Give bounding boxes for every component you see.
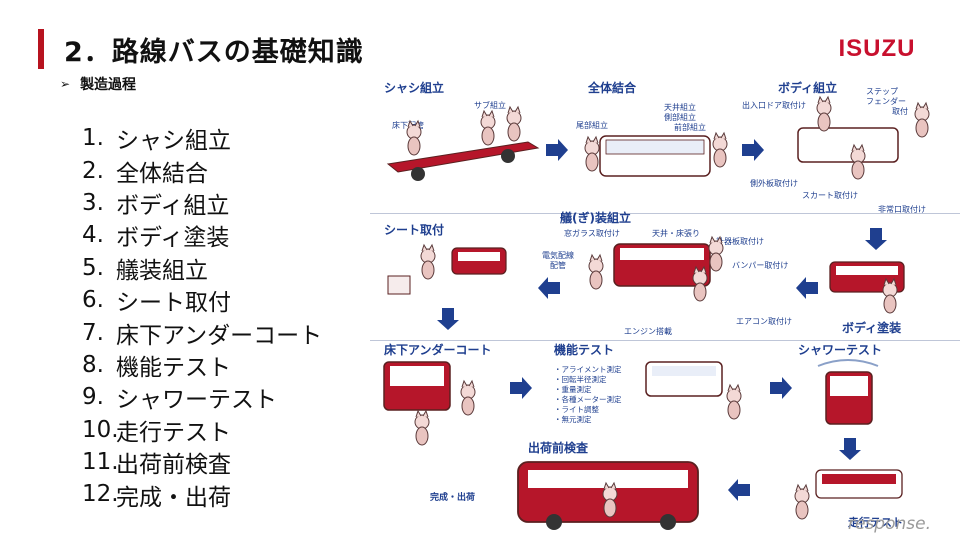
stage-label-complete: 完成・出荷 — [430, 491, 475, 503]
flow-arrow-icon — [865, 228, 887, 250]
svg-text:ISUZU: ISUZU — [839, 35, 916, 60]
test-item: ・無元測定 — [554, 414, 592, 424]
stage-label-drive: 走行テスト — [847, 515, 903, 529]
stage-label-outfit: 艤(ぎ)装組立 — [560, 210, 631, 225]
stage-label-seat: シート取付 — [384, 222, 444, 237]
list-item: 6.シート取付 — [82, 287, 231, 317]
list-item: 12.完成・出荷 — [82, 481, 231, 511]
isuzu-logo: ISUZU — [839, 35, 916, 60]
stage-label-paint: ボディ塗装 — [842, 320, 901, 335]
flow-arrow-icon — [437, 308, 459, 330]
flow-arrow-icon — [770, 377, 792, 399]
list-item: 4.ボディ塗装 — [82, 222, 230, 252]
stage-label-undercoat: 床下アンダーコート — [384, 342, 492, 357]
stage-label-body: ボディ組立 — [778, 80, 837, 95]
test-item: ・ライト調整 — [554, 404, 599, 414]
sublabel: ステップ — [866, 87, 898, 96]
bullet-arrow-icon: ➢ — [60, 77, 71, 91]
sublabel: 尾部組立 — [576, 120, 608, 130]
list-item: 11.出荷前検査 — [82, 449, 231, 479]
sublabel: 床下配管 — [392, 120, 424, 130]
stage-label-shower: シャワーテスト — [798, 343, 882, 357]
diagram-divider — [370, 213, 960, 214]
sublabel: 配管 — [550, 260, 566, 270]
subtitle-text: 製造過程 — [80, 77, 137, 93]
sublabel: 計器板取付け — [716, 236, 764, 246]
flow-arrow-icon — [839, 438, 861, 460]
diagram-divider — [370, 340, 960, 341]
list-item: 3.ボディ組立 — [82, 189, 230, 219]
section-subtitle: ➢ 製造過程 — [60, 74, 136, 94]
process-step-list: 1.シャシ組立 2.全体結合 3.ボディ組立 4.ボディ塗装 5.艤装組立 6.… — [82, 122, 322, 511]
sublabel: サブ組立 — [474, 100, 506, 110]
page-title: 2．路線バスの基礎知識 — [64, 37, 364, 68]
sublabel: 出入口ドア取付け — [742, 100, 806, 110]
list-item: 1.シャシ組立 — [82, 125, 231, 155]
stage-label-preship: 出荷前検査 — [528, 440, 589, 455]
title-accent-bar — [38, 29, 44, 69]
watermark-logo: response. — [848, 514, 931, 534]
list-item: 9.シャワーテスト — [82, 384, 277, 414]
sublabel: 窓ガラス取付け — [564, 228, 620, 238]
flow-arrow-icon — [742, 139, 764, 161]
flow-arrow-icon — [510, 377, 532, 399]
flow-arrow-icon — [538, 277, 560, 299]
list-item: 7.床下アンダーコート — [82, 319, 323, 349]
sublabel: 天井・床張り — [652, 228, 700, 238]
stage-label-function: 機能テスト — [554, 342, 614, 357]
sublabel: 側外板取付け — [750, 178, 798, 188]
sublabel: 電気配線 — [542, 250, 574, 260]
manufacturing-process-illustration: シャシ組立 サブ組立 床下配管 全体結合 天井組立 尾部組立 側部組立 前部組立… — [383, 80, 930, 530]
sublabel: エンジン搭載 — [624, 326, 672, 336]
sublabel: 前部組立 — [674, 122, 706, 132]
flow-arrow-icon — [546, 139, 568, 161]
test-item: ・重量測定 — [554, 384, 592, 394]
flow-arrow-icon — [728, 479, 750, 501]
chassis-frame — [386, 141, 540, 173]
sublabel: エアコン取付け — [736, 316, 792, 326]
sublabel: 取付 — [892, 106, 908, 116]
sublabel: フェンダー — [866, 96, 906, 106]
sublabel: バンパー取付け — [732, 260, 788, 270]
sublabel: 非常口取付け — [878, 204, 926, 214]
sublabel: 側部組立 — [664, 112, 696, 122]
list-item: 5.艤装組立 — [82, 254, 208, 284]
stage-label-overall: 全体結合 — [587, 80, 637, 95]
test-item: ・各種メーター測定 — [554, 394, 622, 404]
test-item: ・回転半径測定 — [554, 374, 607, 384]
list-item: 2.全体結合 — [82, 157, 208, 187]
list-item: 8.機能テスト — [82, 351, 231, 381]
sublabel: スカート取付け — [802, 190, 858, 200]
list-item: 10.走行テスト — [82, 416, 231, 446]
stage-label-chassis: シャシ組立 — [384, 80, 444, 95]
test-item: ・アライメント測定 — [554, 364, 622, 374]
flow-arrow-icon — [796, 277, 818, 299]
sublabel: 天井組立 — [664, 102, 696, 112]
